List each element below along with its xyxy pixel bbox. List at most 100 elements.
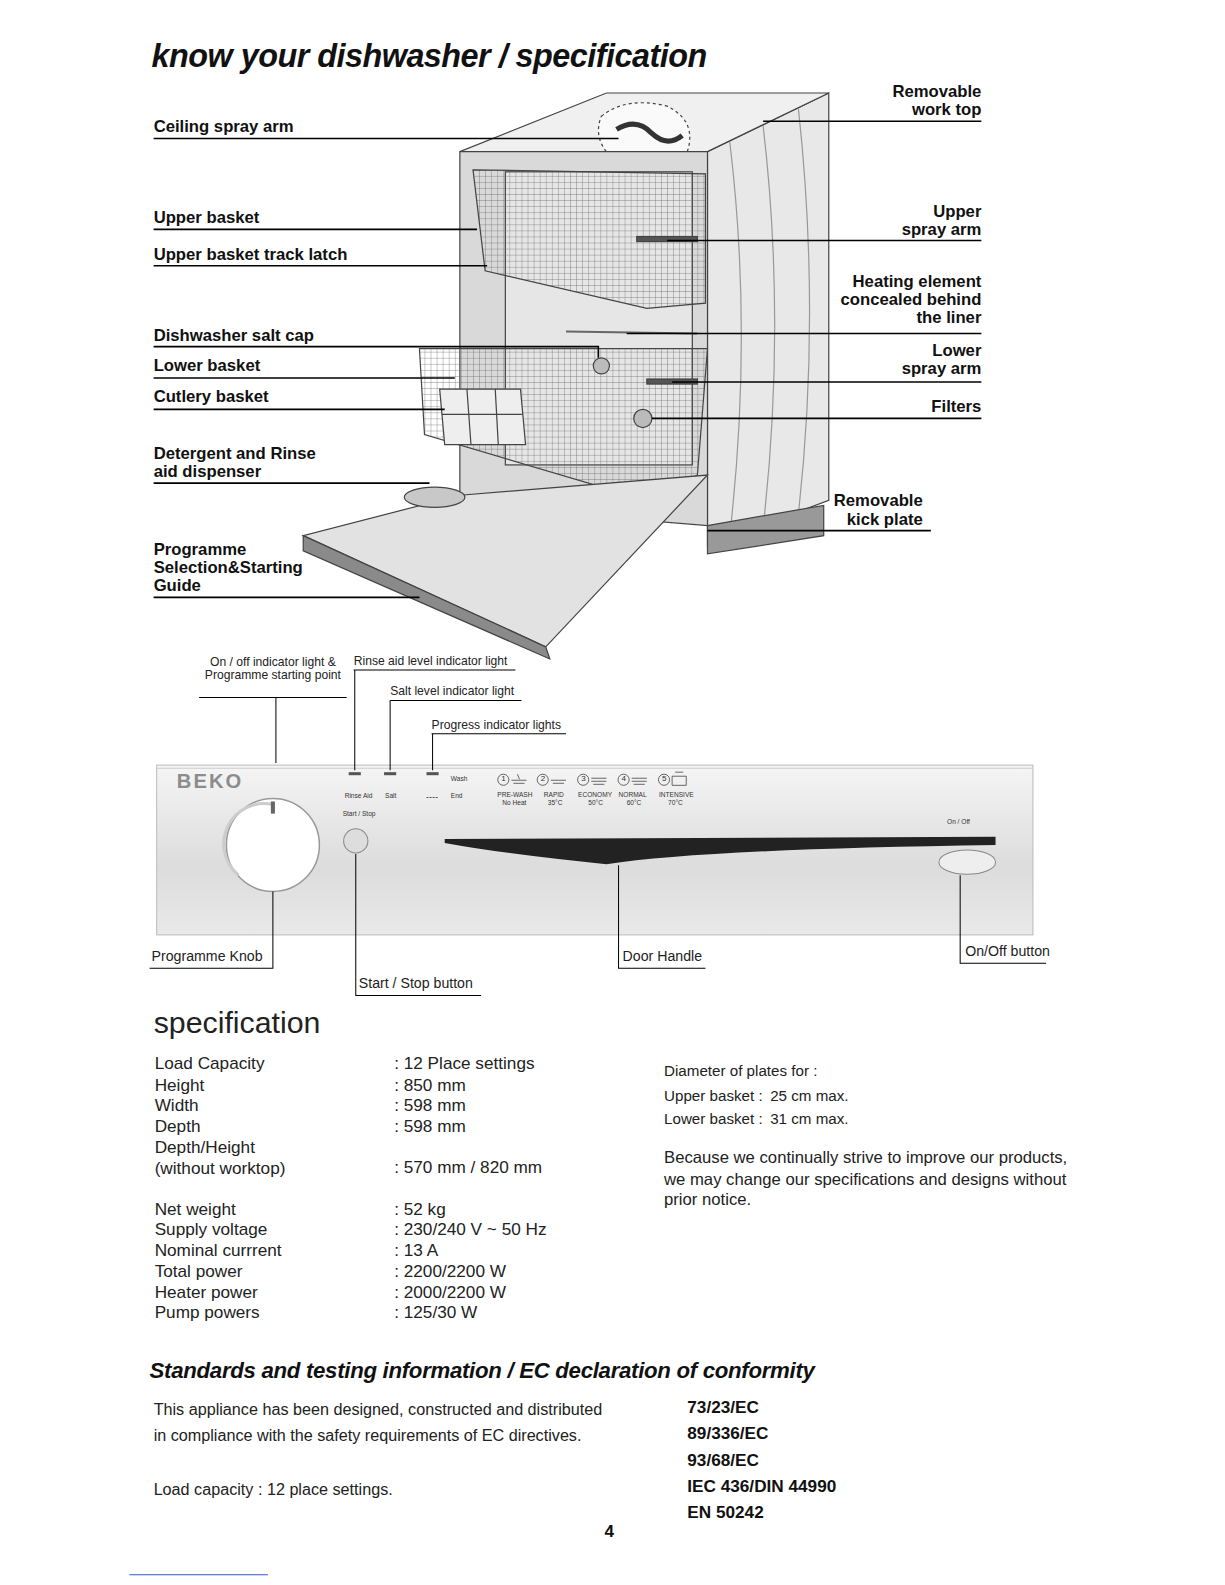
spec-text: Depth/Height (without worktop)	[155, 1138, 315, 1179]
leader-line	[707, 530, 930, 532]
control-label: Programme Knob	[152, 949, 263, 965]
spec-text: : 570 mm / 820 mm	[394, 1158, 542, 1179]
dishwasher-drawing	[419, 349, 707, 501]
spec-text: Total power	[155, 1261, 243, 1282]
indicator-label: Rinse aid level indicator light	[354, 655, 508, 668]
panel-marking: 3	[581, 775, 586, 783]
leader-line	[667, 240, 981, 242]
leader-line	[150, 670, 1046, 995]
leader-line	[390, 700, 521, 701]
control-panel-drawing	[157, 765, 1033, 935]
panel-marking: 50°C	[588, 799, 603, 806]
panel-marking: 70°C	[668, 799, 683, 806]
leader-line	[356, 854, 481, 995]
part-label: Detergent and Rinse aid dispenser	[154, 444, 328, 480]
standard-code: 4	[604, 1523, 614, 1542]
spec-text: : 850 mm	[394, 1075, 466, 1096]
panel-marking: PRE-WASH	[497, 792, 532, 799]
leader-line	[432, 734, 433, 770]
leader-line	[619, 865, 706, 968]
control-panel-drawing	[157, 765, 1033, 935]
panel-marking: Start / Stop	[343, 811, 376, 818]
leader-line	[154, 265, 488, 267]
control-panel-drawing	[591, 778, 606, 784]
standard-code: 89/336/EC	[687, 1425, 768, 1444]
panel-marking: 35°C	[548, 799, 563, 806]
part-label: Heating element concealed behind the lin…	[820, 272, 982, 327]
control-panel-drawing	[511, 774, 526, 783]
part-label: Cutlery basket	[154, 387, 269, 405]
leader-line	[154, 138, 619, 140]
leader-line	[354, 670, 355, 770]
spec-text: : 598 mm	[394, 1096, 466, 1117]
control-panel-drawing	[224, 804, 273, 876]
control-panel-drawing	[632, 778, 647, 784]
spec-text: : 2000/2200 W	[394, 1283, 506, 1304]
plate-text: 31 cm max.	[770, 1111, 848, 1128]
indicator-label: On / off indicator light & Programme sta…	[199, 656, 347, 682]
panel-marking: Salt	[385, 793, 396, 800]
panel-marking: Rinse Aid	[345, 793, 373, 800]
control-panel-drawing	[498, 774, 509, 785]
part-label: Ceiling spray arm	[154, 117, 294, 135]
leader-line	[154, 229, 477, 231]
dishwasher-drawing	[442, 389, 523, 445]
spec-text: Width	[155, 1096, 199, 1117]
control-panel-drawing	[344, 829, 368, 853]
control-label: On/Off button	[965, 944, 1050, 960]
control-panel-drawing	[551, 780, 566, 783]
control-panel-drawing	[498, 772, 686, 785]
control-panel-drawing	[271, 801, 275, 813]
leader-line	[390, 700, 391, 770]
plate-text: Upper basket :	[664, 1088, 763, 1105]
part-label: Removable kick plate	[822, 491, 923, 527]
control-panel-drawing	[537, 774, 548, 785]
control-panel-drawing	[427, 797, 439, 798]
plate-text: 25 cm max.	[770, 1088, 848, 1105]
leader-line	[154, 482, 430, 484]
part-label: Lower spray arm	[890, 341, 981, 377]
standard-code: 73/23/EC	[687, 1399, 759, 1418]
standard-code: EN 50242	[687, 1504, 763, 1523]
body-text: Load capacity : 12 place settings.	[154, 1477, 393, 1503]
leader-line	[354, 670, 516, 671]
spec-text: Depth	[155, 1117, 201, 1138]
control-panel-drawing	[349, 772, 361, 775]
leader-line	[763, 120, 981, 122]
standard-code: IEC 436/DIN 44990	[687, 1478, 836, 1497]
panel-marking: End	[451, 793, 463, 800]
part-label: Programme Selection&Starting Guide	[154, 540, 328, 595]
control-panel-drawing	[578, 774, 589, 785]
spec-text: Pump powers	[155, 1303, 260, 1324]
control-panel-drawing	[672, 772, 686, 785]
part-label: Upper basket	[154, 208, 260, 226]
part-label: Dishwasher salt cap	[154, 325, 314, 343]
panel-marking: NORMAL	[619, 792, 647, 799]
leader-line	[154, 377, 455, 379]
panel-marking: INTENSIVE	[659, 792, 694, 799]
spec-text: Height	[155, 1075, 205, 1096]
dishwasher-drawing	[593, 358, 609, 374]
spec-text: Nominal currrent	[155, 1241, 282, 1262]
dishwasher-drawing	[634, 409, 652, 427]
control-panel: BEKORinse AidSaltWashEndStart / Stop1PRE…	[157, 765, 1033, 935]
panel-marking: 5	[662, 775, 667, 783]
control-panel-drawing	[157, 768, 1033, 769]
spec-text: : 2200/2200 W	[394, 1261, 506, 1282]
link-underline	[129, 1574, 267, 1575]
leader-line	[154, 597, 420, 599]
panel-marking: RAPID	[544, 792, 564, 799]
indicator-label: Salt level indicator light	[390, 685, 514, 698]
note-text: Because we continually strive to improve…	[664, 1147, 1073, 1209]
leader-line	[199, 697, 347, 698]
spec-text: : 125/30 W	[394, 1303, 477, 1324]
section-heading: specification	[154, 1006, 321, 1039]
spec-text: : 12 Place settings	[394, 1054, 534, 1075]
leader-line	[652, 418, 981, 420]
panel-marking: No Heat	[502, 799, 526, 806]
panel-marking: 1	[501, 775, 506, 783]
spec-text: : 13 A	[394, 1241, 438, 1262]
standard-code: 93/68/EC	[687, 1451, 759, 1470]
dishwasher-drawing	[617, 124, 683, 141]
